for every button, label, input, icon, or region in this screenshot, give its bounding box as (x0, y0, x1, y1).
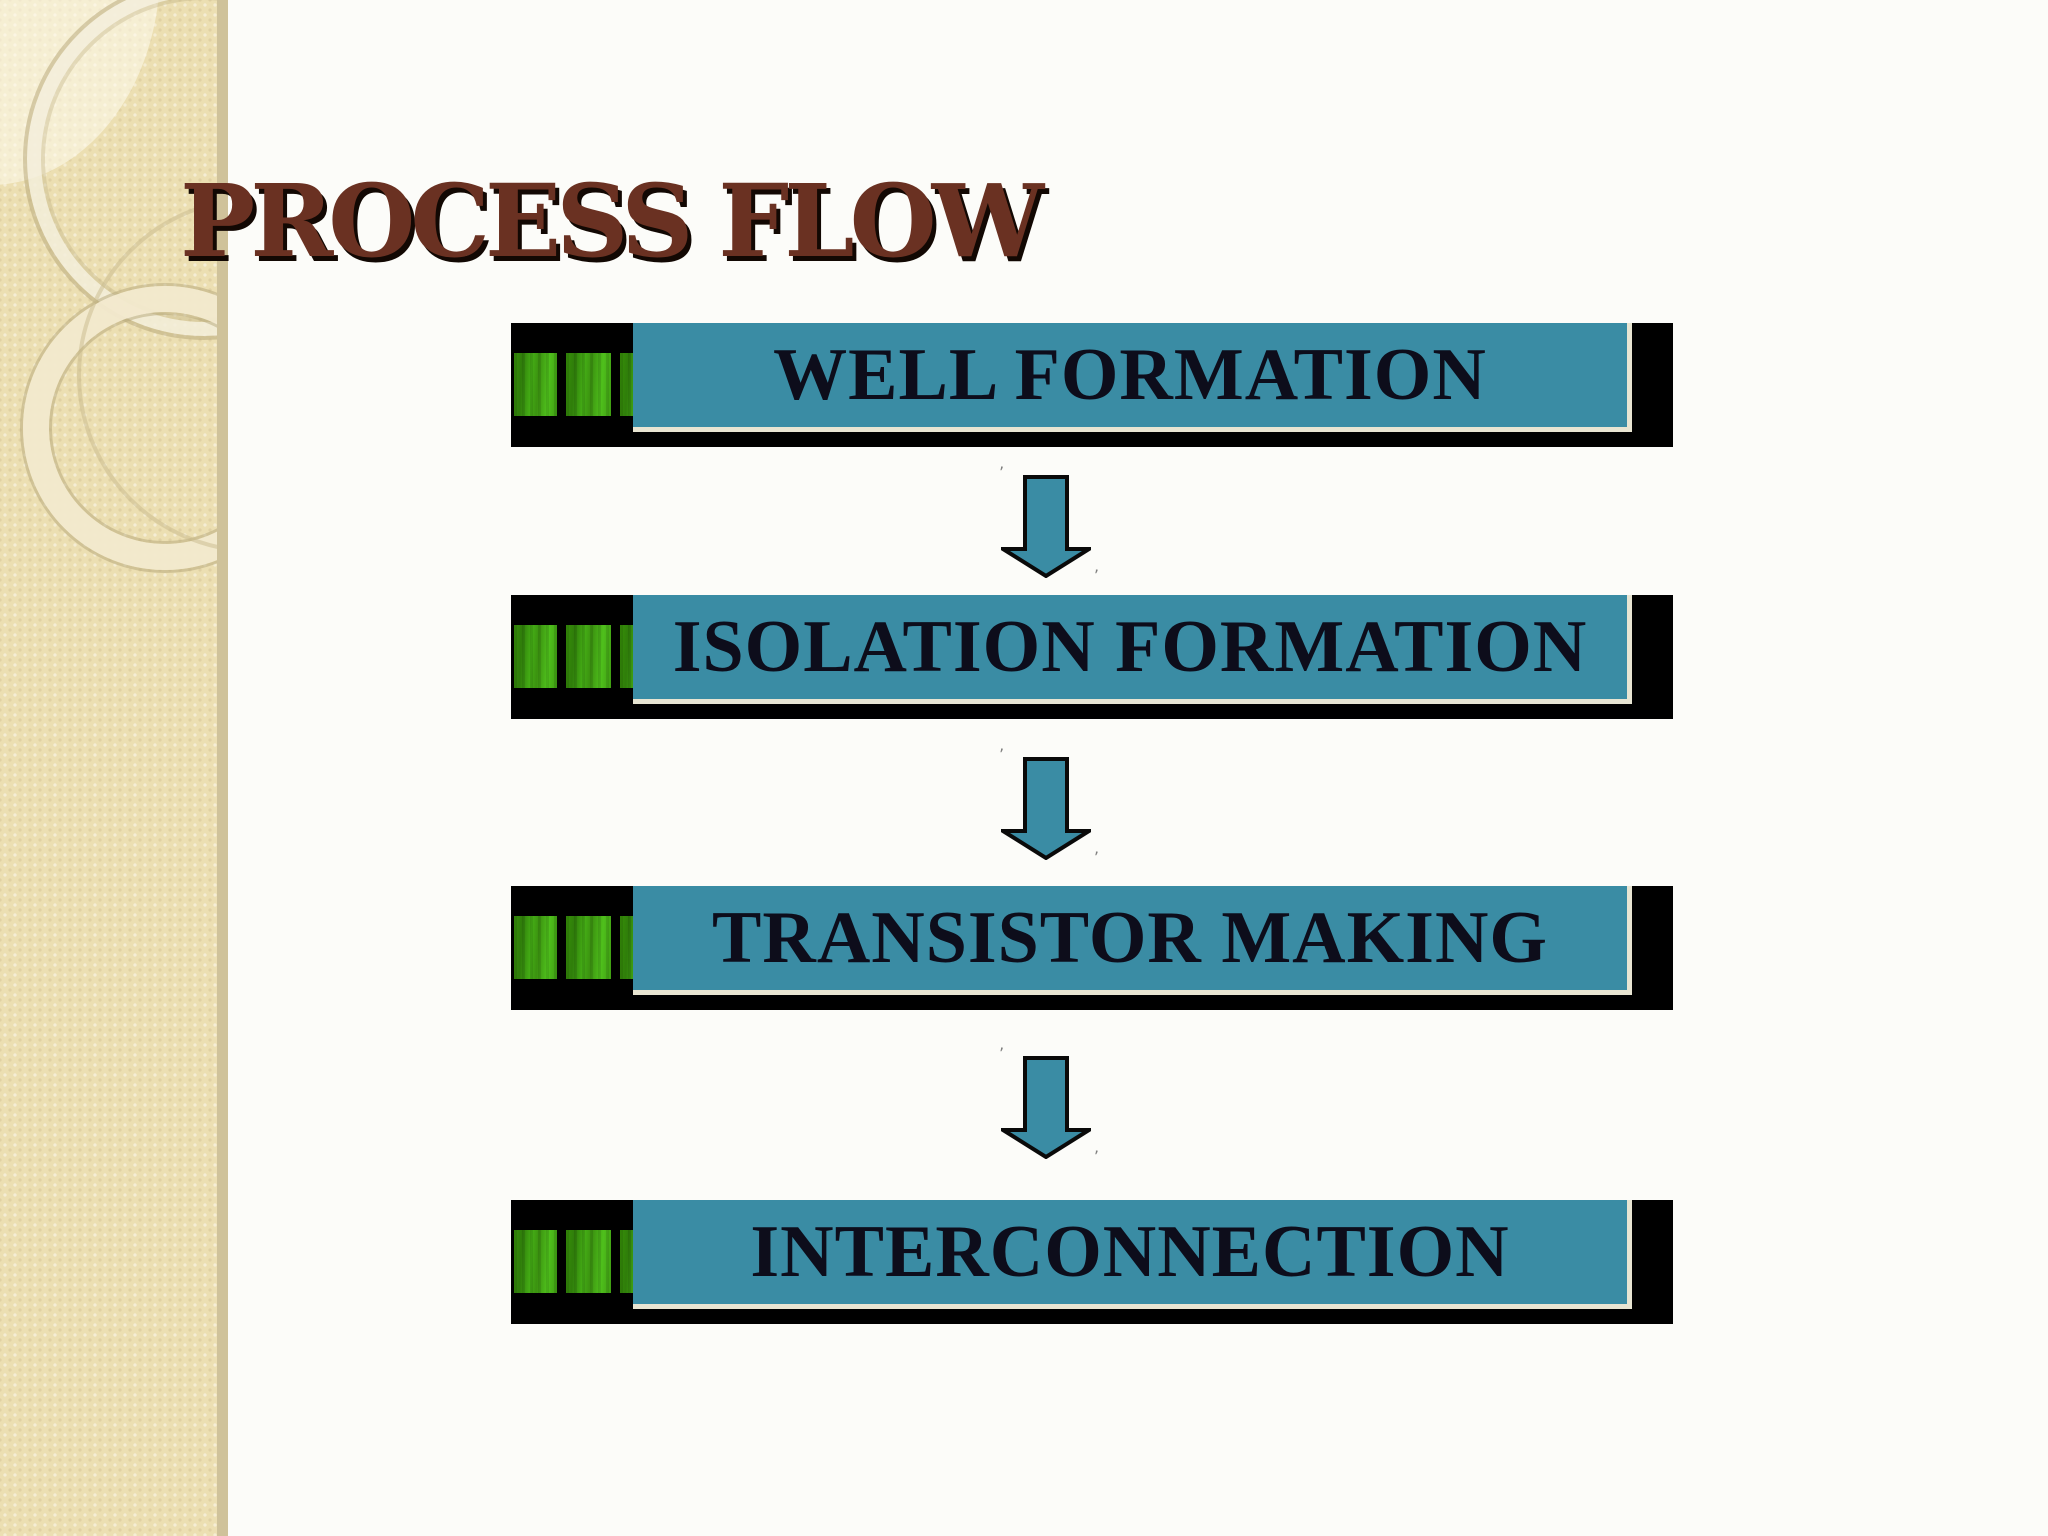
process-step-box: INTERCONNECTION (511, 1200, 1673, 1324)
green-square (514, 625, 557, 688)
green-square (566, 625, 611, 688)
process-step-box: WELL FORMATION (511, 323, 1673, 447)
process-step-face: ISOLATION FORMATION (633, 595, 1632, 704)
sidebar-edge-band (217, 0, 228, 1536)
process-step-face: WELL FORMATION (633, 323, 1632, 432)
process-step-label: INTERCONNECTION (750, 1210, 1510, 1293)
green-square (514, 1230, 557, 1293)
process-step-face: TRANSISTOR MAKING (633, 886, 1632, 995)
green-square (566, 353, 611, 416)
down-arrow-icon: ’ ’ (999, 747, 1099, 866)
green-square (514, 916, 557, 979)
artifact-tick: ’ (999, 463, 1005, 482)
slide-title: PROCESS FLOW (180, 162, 1044, 280)
process-step-box: TRANSISTOR MAKING (511, 886, 1673, 1010)
process-step-box: ISOLATION FORMATION (511, 595, 1673, 719)
green-squares-icon (511, 595, 665, 719)
process-step-face: INTERCONNECTION (633, 1200, 1632, 1309)
process-step-label: ISOLATION FORMATION (672, 605, 1588, 688)
green-squares-icon (511, 1200, 665, 1324)
green-square (566, 916, 611, 979)
artifact-tick: ’ (999, 1044, 1005, 1063)
process-step-label: WELL FORMATION (773, 333, 1487, 416)
artifact-tick: ’ (1093, 848, 1099, 867)
artifact-tick: ’ (1093, 566, 1099, 585)
green-square (566, 1230, 611, 1293)
sidebar-decoration (0, 0, 228, 1536)
green-squares-icon (511, 886, 665, 1010)
green-squares-icon (511, 323, 665, 447)
down-arrow-icon: ’ ’ (999, 1046, 1099, 1165)
artifact-tick: ’ (1093, 1147, 1099, 1166)
green-square (514, 353, 557, 416)
artifact-tick: ’ (999, 745, 1005, 764)
process-step-label: TRANSISTOR MAKING (712, 896, 1548, 979)
down-arrow-icon: ’ ’ (999, 465, 1099, 584)
